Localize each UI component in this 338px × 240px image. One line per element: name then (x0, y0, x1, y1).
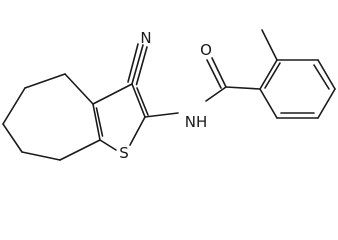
toluene-ring (259, 29, 336, 119)
nitrile-n-label: N (140, 29, 151, 47)
amide-o-label: O (200, 41, 212, 59)
thiophene-ring (92, 83, 149, 151)
amide-nh-label: NH (185, 113, 208, 131)
cycloheptane-ring (2, 73, 101, 161)
amide-linker (144, 57, 261, 118)
chemical-structure: N O NH S (2, 29, 336, 162)
thiophene-s-label: S (119, 144, 129, 162)
nitrile-group (127, 43, 148, 86)
